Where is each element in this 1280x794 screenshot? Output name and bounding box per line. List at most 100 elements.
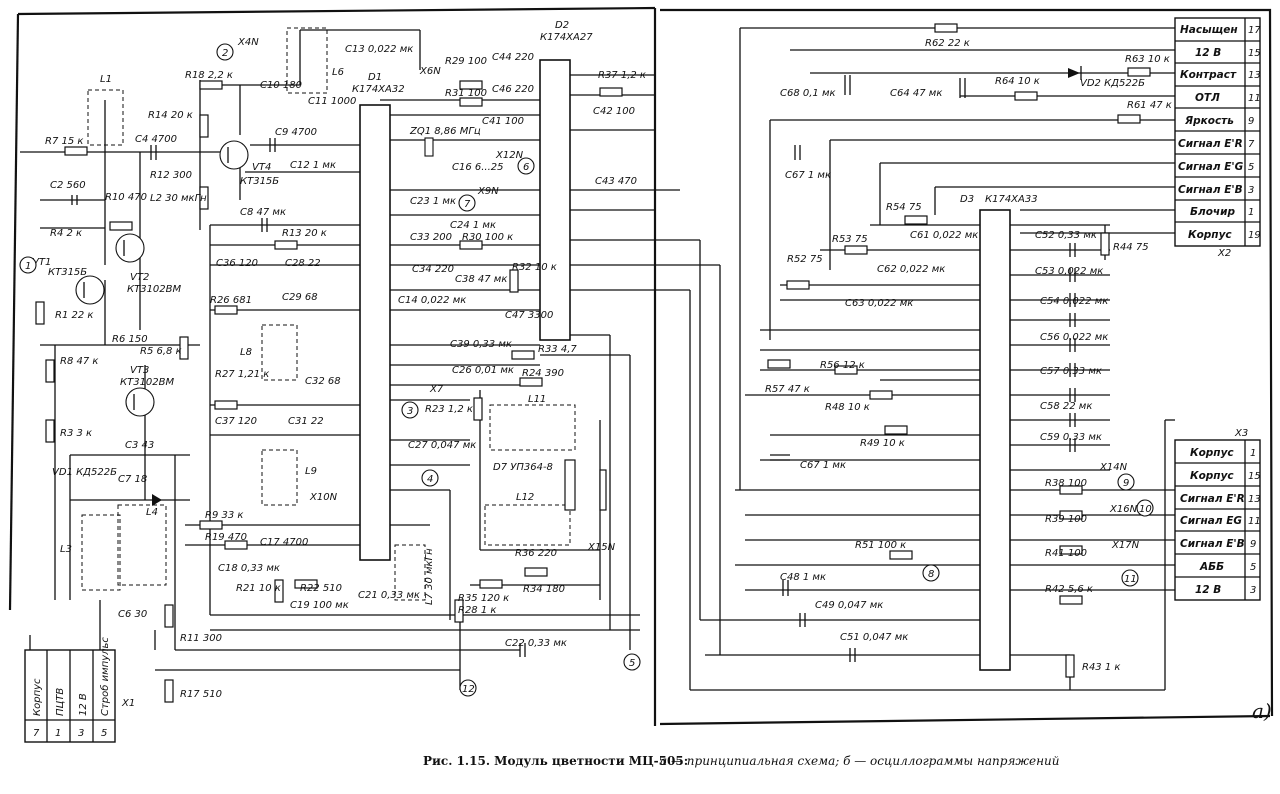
x2-label-5: Сигнал E'R [1178, 138, 1243, 150]
label-r7: R7 15 к [45, 136, 83, 147]
label-r27: R27 1,21 к [215, 369, 269, 380]
label-r49: R49 10 к [860, 438, 905, 449]
label-c21: C21 0,33 мк [358, 590, 420, 601]
label-r13: R13 20 к [282, 228, 327, 239]
label-c28: C28 22 [285, 258, 321, 269]
label-r3: R3 3 к [60, 428, 92, 439]
label-c29: C29 68 [282, 292, 318, 303]
label-x12n: X12N [495, 150, 524, 161]
label-c51: C51 0,047 мк [840, 632, 908, 643]
label-c53: C53 0,022 мк [1035, 266, 1103, 277]
x2-label-8: Блочир [1190, 206, 1235, 218]
label-c6: C6 30 [118, 609, 147, 620]
label-r26: R26 681 [210, 295, 252, 306]
label-zq1: ZQ1 8,86 МГц [409, 126, 481, 137]
x1-pin-label-korpus: Корпус [32, 678, 43, 716]
label-r4: R4 2 к [50, 228, 82, 239]
label-r54: R54 75 [886, 202, 922, 213]
panel-letter: а) [1252, 699, 1272, 723]
x3-label-4: Сигнал E'B [1180, 538, 1245, 550]
label-c36: C36 120 [216, 258, 258, 269]
label-c18: C18 0,33 мк [218, 563, 280, 574]
test-point-4: 4 [427, 474, 433, 485]
x2-label-1: 12 В [1195, 47, 1221, 59]
label-l9: L9 [305, 466, 317, 477]
label-c58: C58 22 мк [1040, 401, 1092, 412]
test-point-12: 12 [462, 684, 475, 695]
label-l3: L3 [60, 544, 72, 555]
label-c59: C59 0,33 мк [1040, 432, 1102, 443]
label-c46: C46 220 [492, 84, 534, 95]
test-point-7: 7 [464, 199, 471, 210]
label-c52: C52 0,33 мк [1035, 230, 1097, 241]
vt2-id: VT2 [130, 272, 149, 283]
vt2-type: КТ3102ВМ [127, 284, 182, 295]
x3-num-0: 1 [1250, 448, 1256, 459]
label-r44: R44 75 [1113, 242, 1149, 253]
middle-component-labels: R29 100 C44 220 R31 100 C46 220 C41 100 … [398, 52, 646, 649]
x2-num-3: 11 [1248, 93, 1261, 104]
label-c67b: C67 1 мк [800, 460, 846, 471]
ic-d2-name: D2 [555, 20, 569, 31]
label-c4: C4 4700 [135, 134, 177, 145]
label-c39: C39 0,33 мк [450, 339, 512, 350]
ic-d1 [359, 104, 391, 561]
label-x17n: X17N [1111, 540, 1140, 551]
test-point-10: 10 [1139, 504, 1152, 515]
test-points: 1 2 3 4 5 6 7 8 9 10 11 12 [19, 43, 1154, 697]
transistor-leads [83, 147, 229, 410]
label-c54: C54 0,022 мк [1040, 296, 1108, 307]
label-c11: C11 1000 [308, 96, 356, 107]
label-r32: R32 10 к [512, 262, 557, 273]
label-r64: R64 10 к [995, 76, 1040, 87]
delay-line-d7-body [599, 469, 607, 511]
label-r29: R29 100 [445, 56, 487, 67]
label-r62: R62 22 к [925, 38, 970, 49]
coil-l7-shield [394, 544, 426, 601]
x3-num-3: 11 [1248, 516, 1261, 527]
label-r17: R17 510 [180, 689, 222, 700]
label-c14: C14 0,022 мк [398, 295, 466, 306]
label-c2: C2 560 [50, 180, 86, 191]
diode-vd2-symbol [1068, 68, 1080, 78]
ic-d3-name: D3 [960, 194, 974, 205]
coil-l4-shield [117, 504, 167, 586]
label-r61: R61 47 к [1127, 100, 1172, 111]
label-r51: R51 100 к [855, 540, 906, 551]
test-point-11: 11 [1124, 574, 1137, 585]
label-c44: C44 220 [492, 52, 534, 63]
vt3-type: КТ3102ВМ [120, 377, 175, 388]
label-c31: C31 22 [288, 416, 324, 427]
label-c33: C33 200 [410, 232, 452, 243]
coil-l1-shield [87, 89, 124, 146]
label-r39: R39 100 [1045, 514, 1087, 525]
ic-d3-type: К174ХА33 [985, 194, 1038, 205]
label-r42: R42 5,6 к [1045, 584, 1093, 595]
transistor-vt3 [125, 387, 155, 417]
label-c17: C17 4700 [260, 537, 308, 548]
x2-label-9: Корпус [1188, 229, 1232, 241]
x3-name: X3 [1234, 428, 1248, 439]
x2-num-9: 19 [1248, 230, 1261, 241]
ic-d2-type: К174ХА27 [540, 32, 593, 43]
label-l8: L8 [240, 347, 252, 358]
label-r31: R31 100 [445, 88, 487, 99]
label-c32: C32 68 [305, 376, 341, 387]
left-sheet-border [8, 6, 657, 726]
label-r21: R21 10 к [236, 583, 281, 594]
label-r41: R41 100 [1045, 548, 1087, 559]
label-r30: R30 100 к [462, 232, 513, 243]
x1-pin-num-1: 1 [55, 728, 61, 739]
label-r33: R33 4,7 [538, 344, 577, 355]
vt1-type: КТ315Б [48, 267, 87, 278]
label-r63: R63 10 к [1125, 54, 1170, 65]
connector-x3 [1174, 439, 1261, 601]
x2-num-0: 17 [1248, 25, 1261, 36]
label-c9: C9 4700 [275, 127, 317, 138]
x1-pin-num-5: 5 [101, 728, 107, 739]
coil-l3-shield [81, 514, 121, 591]
label-r34: R34 180 [523, 584, 565, 595]
x1-pin-label-pctv: ПЦТВ [55, 688, 66, 716]
label-c62: C62 0,022 мк [877, 264, 945, 275]
label-c43: C43 470 [595, 176, 637, 187]
